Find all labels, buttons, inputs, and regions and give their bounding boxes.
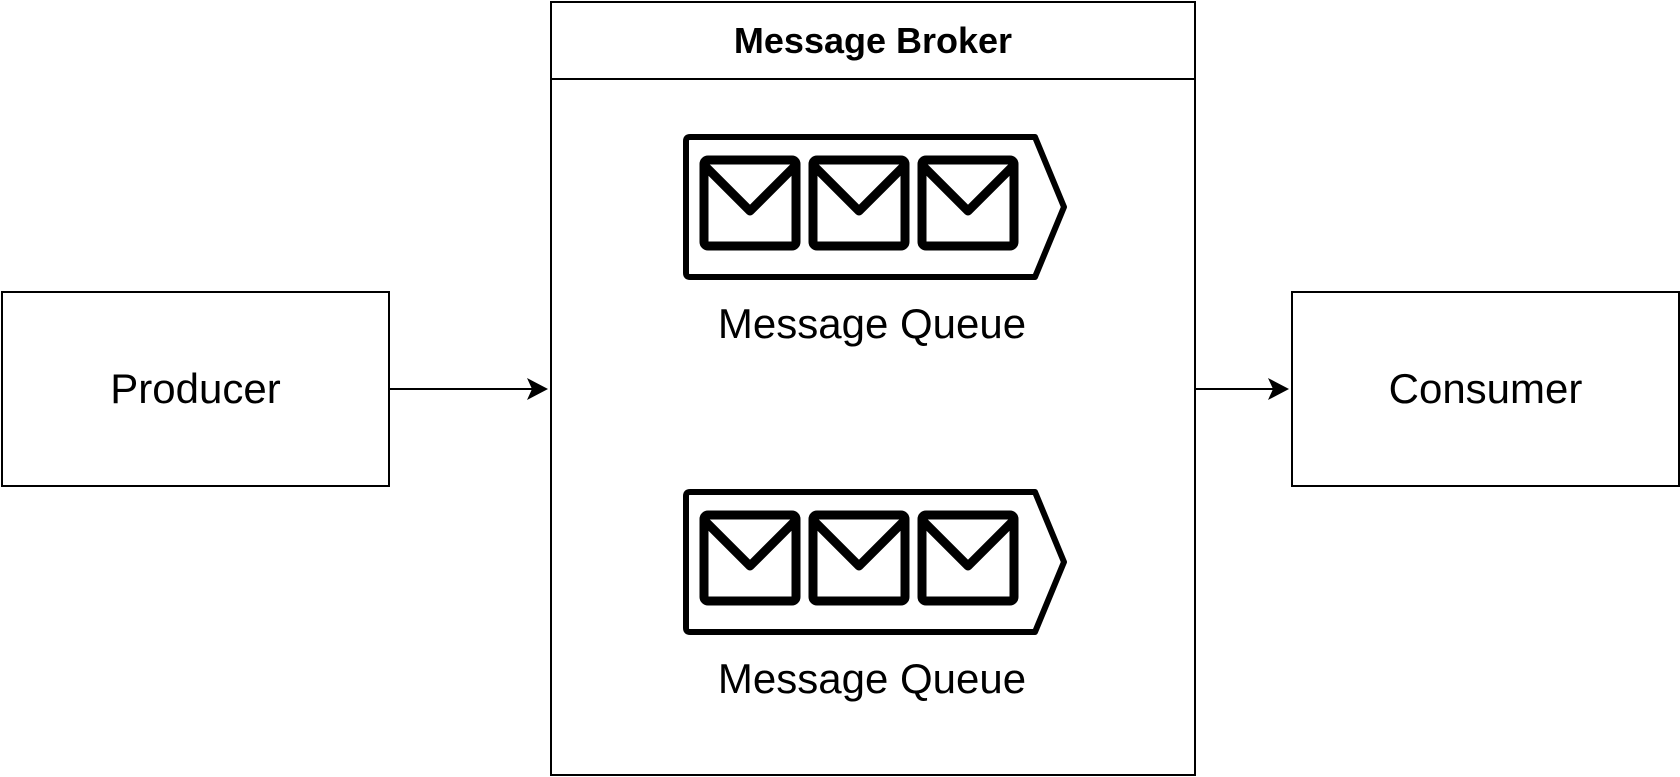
envelope-icon — [808, 155, 910, 251]
message-queue-label: Message Queue — [717, 655, 1027, 702]
message-queue[interactable]: Message Queue — [682, 488, 1068, 702]
envelope-icon — [917, 155, 1019, 251]
envelope-icon — [917, 510, 1019, 606]
arrowhead-icon — [1268, 378, 1289, 400]
envelope-icon — [808, 510, 910, 606]
producer-label: Producer — [110, 365, 281, 412]
arrowhead-icon — [527, 378, 548, 400]
message-broker-header: Message Broker — [552, 3, 1194, 80]
message-broker-container[interactable]: Message Broker Message Queue — [550, 1, 1196, 776]
producer-node[interactable]: Producer — [1, 291, 390, 487]
envelope-icon — [699, 155, 801, 251]
consumer-node[interactable]: Consumer — [1291, 291, 1680, 487]
message-queue-label: Message Queue — [717, 300, 1027, 347]
consumer-label: Consumer — [1388, 365, 1583, 412]
message-queue-icon — [683, 489, 1067, 635]
arrow-broker-to-consumer — [1196, 378, 1289, 400]
envelope-icon — [699, 510, 801, 606]
arrow-producer-to-broker — [390, 378, 548, 400]
message-queue-icon — [683, 134, 1067, 280]
message-queue[interactable]: Message Queue — [682, 133, 1068, 347]
message-broker-title: Message Broker — [733, 19, 1013, 61]
